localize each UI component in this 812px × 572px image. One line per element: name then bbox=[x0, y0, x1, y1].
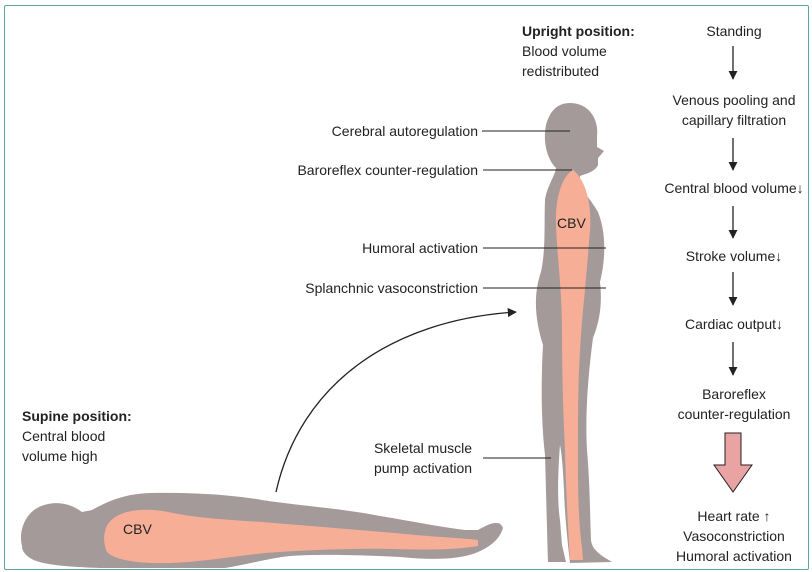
flow-step-central-blood-volume: Central blood volume↓ bbox=[648, 178, 812, 198]
flow-result-vasoconstriction: Vasoconstriction bbox=[648, 526, 812, 546]
flow-step-counter-regulation: counter-regulation bbox=[648, 404, 812, 424]
upright-position-line1: Blood volume bbox=[522, 41, 607, 61]
flow-step-standing: Standing bbox=[648, 21, 812, 41]
skeletal-muscle-label-2: pump activation bbox=[368, 458, 478, 478]
humoral-activation-label: Humoral activation bbox=[270, 238, 478, 258]
upright-position-line2: redistributed bbox=[522, 61, 599, 81]
upright-position-title: Upright position: bbox=[522, 21, 635, 41]
flow-step-capillary-filtration: capillary filtration bbox=[648, 110, 812, 130]
flow-step-stroke-volume: Stroke volume↓ bbox=[648, 246, 812, 266]
flow-result-humoral-activation: Humoral activation bbox=[648, 546, 812, 566]
standing-cbv-label: CBV bbox=[557, 213, 586, 233]
flow-step-baroreflex: Baroreflex bbox=[648, 384, 812, 404]
cerebral-autoregulation-label: Cerebral autoregulation bbox=[270, 121, 478, 141]
supine-position-line1: Central blood bbox=[22, 426, 105, 446]
supine-position-title: Supine position: bbox=[22, 406, 132, 426]
flow-step-cardiac-output: Cardiac output↓ bbox=[648, 314, 812, 334]
flow-step-venous-pooling: Venous pooling and bbox=[648, 90, 812, 110]
flow-result-heart-rate: Heart rate ↑ bbox=[648, 506, 812, 526]
skeletal-muscle-label-1: Skeletal muscle bbox=[368, 438, 478, 458]
splanchnic-vasoconstriction-label: Splanchnic vasoconstriction bbox=[250, 278, 478, 298]
result-big-arrow bbox=[714, 433, 752, 492]
supine-position-line2: volume high bbox=[22, 446, 98, 466]
baroreflex-counter-regulation-label: Baroreflex counter-regulation bbox=[240, 160, 478, 180]
lying-cbv-label: CBV bbox=[123, 519, 152, 539]
